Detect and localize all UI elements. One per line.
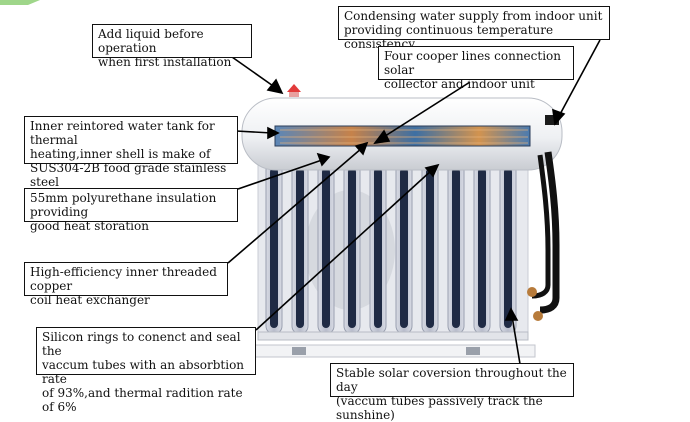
vacuum-tube-absorber	[400, 168, 408, 328]
vacuum-tube-absorber	[348, 168, 356, 328]
callout-silicon-rings: Silicon rings to conenct and seal the va…	[36, 327, 256, 414]
supply-pipe-inner	[531, 154, 551, 299]
leader-copper-lines	[381, 81, 471, 139]
leader-add-liquid	[231, 56, 277, 89]
arrow-add-liquid	[266, 78, 284, 95]
base-foot-left	[292, 347, 306, 355]
leader-silicon-rings	[255, 169, 433, 331]
bottom-base-plate	[244, 344, 536, 358]
callout-water-tank: Inner reintored water tank for thermal h…	[24, 116, 238, 189]
callout-condensing-water: Condensing water supply from indoor unit…	[338, 6, 610, 51]
leader-solar-conversion	[511, 315, 521, 365]
callout-heat-exchanger: High-efficiency inner threaded copper co…	[24, 262, 228, 307]
tank-end-connector	[545, 115, 559, 125]
vacuum-tube-absorber	[452, 168, 460, 328]
filler-cap	[287, 84, 301, 92]
arrow-condensing-water	[552, 108, 566, 126]
arrow-copper-lines	[373, 129, 391, 145]
callout-solar-conversion: Stable solar coversion throughout the da…	[330, 363, 574, 422]
leader-lines	[227, 39, 601, 365]
vacuum-tube-absorber	[296, 168, 304, 328]
supply-pipe-outer	[539, 151, 560, 314]
vacuum-tube-absorber	[504, 168, 512, 328]
callout-insulation: 55mm polyurethane insulation providing g…	[24, 188, 238, 233]
arrow-insulation	[316, 152, 331, 167]
copper-fitting-bottom	[533, 311, 543, 321]
callout-copper-lines: Four cooper lines connection solar colle…	[378, 46, 574, 91]
vacuum-tube-absorber	[478, 168, 486, 328]
tank-inner-window	[274, 125, 531, 147]
copper-fitting-top	[527, 287, 537, 297]
vacuum-tube-absorber	[322, 168, 330, 328]
arrow-heat-exchanger	[354, 141, 369, 156]
copper-coil-lines	[280, 129, 528, 144]
vacuum-tube-absorber	[426, 168, 434, 328]
bottom-frame-rail	[257, 331, 529, 341]
arrow-water-tank	[267, 126, 280, 140]
filler-cap-base	[289, 92, 299, 97]
base-foot-right	[466, 347, 480, 355]
arrow-solar-conversion	[504, 307, 519, 321]
vacuum-tube-absorber	[374, 168, 382, 328]
corner-tab	[0, 0, 40, 5]
callout-add-liquid: Add liquid before operation when first i…	[92, 24, 252, 69]
leader-insulation	[237, 159, 323, 190]
vacuum-tube-absorber	[270, 168, 278, 328]
leader-heat-exchanger	[227, 147, 363, 264]
leader-water-tank	[235, 130, 273, 134]
vacuum-tubes	[264, 159, 518, 335]
leader-condensing-water	[557, 39, 601, 119]
arrow-silicon-rings	[424, 163, 440, 178]
